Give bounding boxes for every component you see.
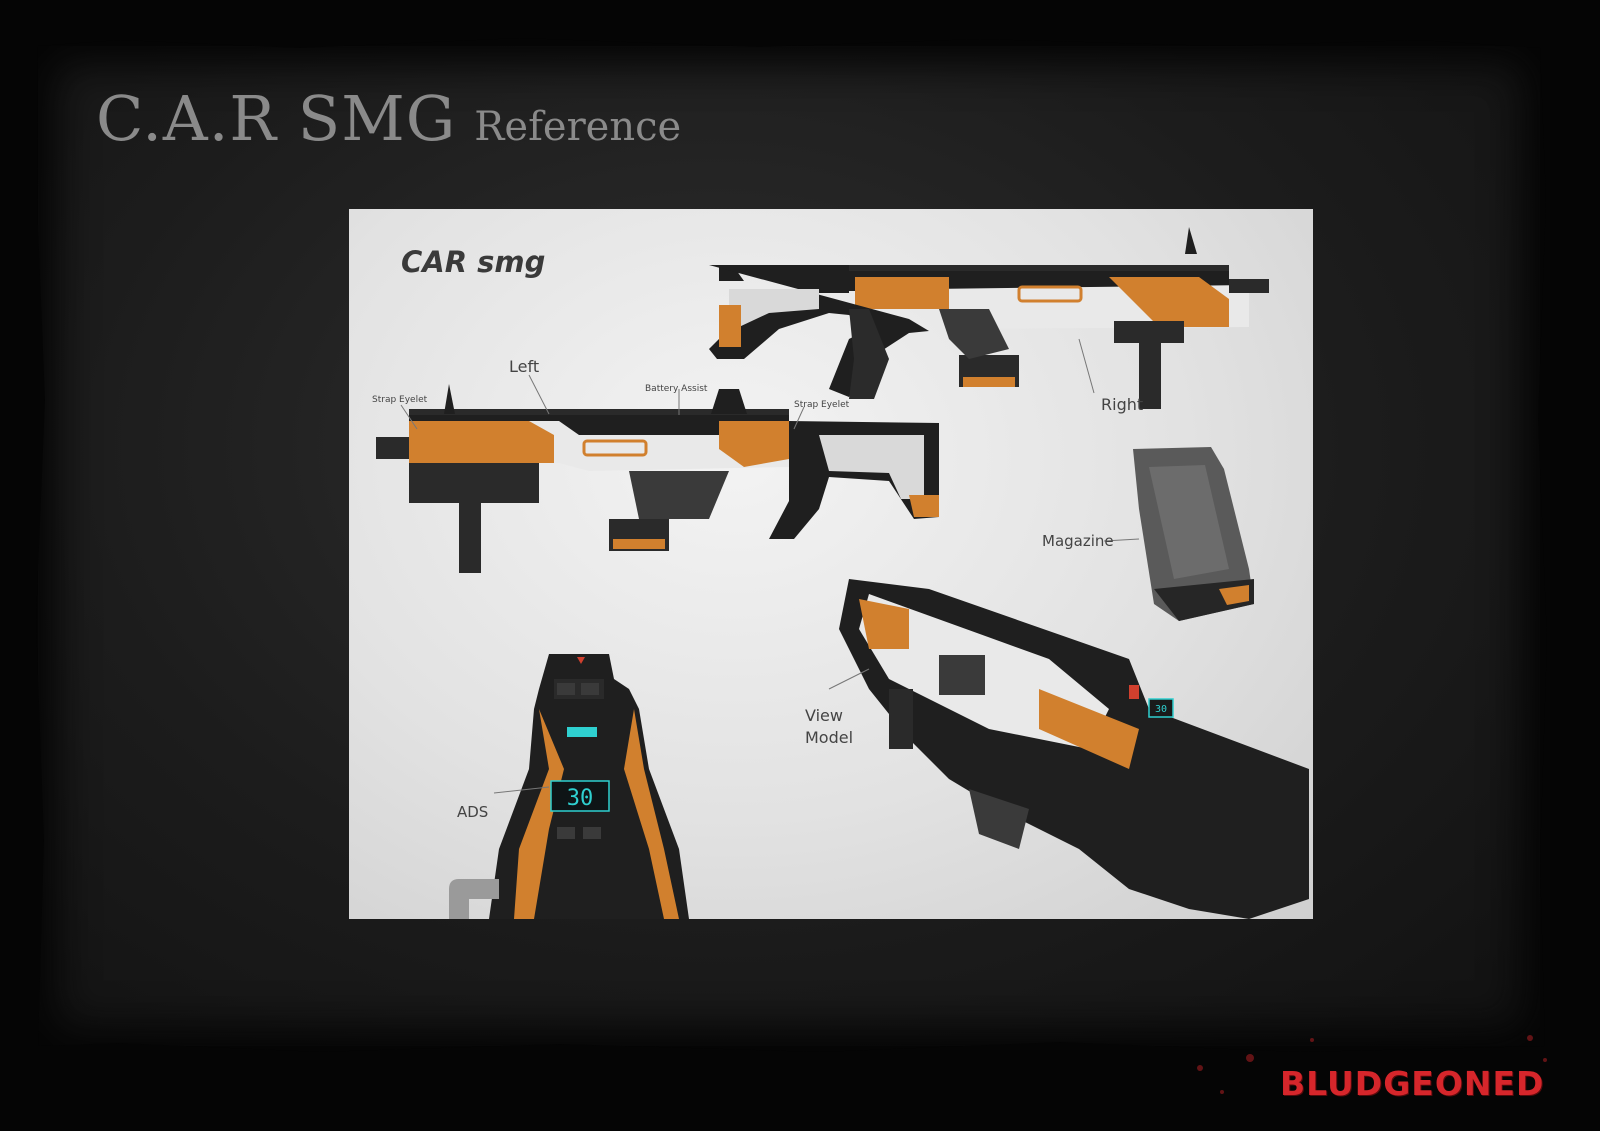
gun-right-view: [709, 227, 1269, 409]
reference-sheet: 30 30: [349, 209, 1313, 919]
label-magazine: Magazine: [1042, 532, 1114, 550]
page-title-main: C.A.R SMG: [96, 82, 457, 155]
sheet-title: CAR smg: [401, 245, 546, 279]
magazine-illustration: [1133, 447, 1254, 621]
bludgeoned-logo: BLUDGEONED: [1280, 1064, 1545, 1103]
label-strap-eyelet-rear: Strap Eyelet: [794, 400, 850, 410]
gun-view-model: 30: [839, 579, 1309, 919]
label-left: Left: [509, 357, 540, 376]
page-title-sub: Reference: [474, 104, 682, 150]
label-battery-assist: Battery Assist: [645, 384, 708, 394]
label-right: Right: [1101, 395, 1144, 414]
page-title: C.A.R SMG Reference: [96, 82, 681, 155]
label-model: Model: [805, 728, 854, 747]
callout-lines: [400, 338, 1140, 794]
label-view: View: [805, 706, 843, 725]
weapon-illustrations: 30 30: [376, 227, 1309, 919]
gun-ads-view: 30: [449, 654, 689, 919]
ads-ammo-counter: 30: [567, 786, 594, 811]
label-ads: ADS: [457, 803, 489, 821]
gun-left-view: [376, 384, 939, 573]
label-strap-eyelet-front: Strap Eyelet: [372, 395, 428, 405]
view-model-ammo-counter: 30: [1155, 704, 1167, 715]
